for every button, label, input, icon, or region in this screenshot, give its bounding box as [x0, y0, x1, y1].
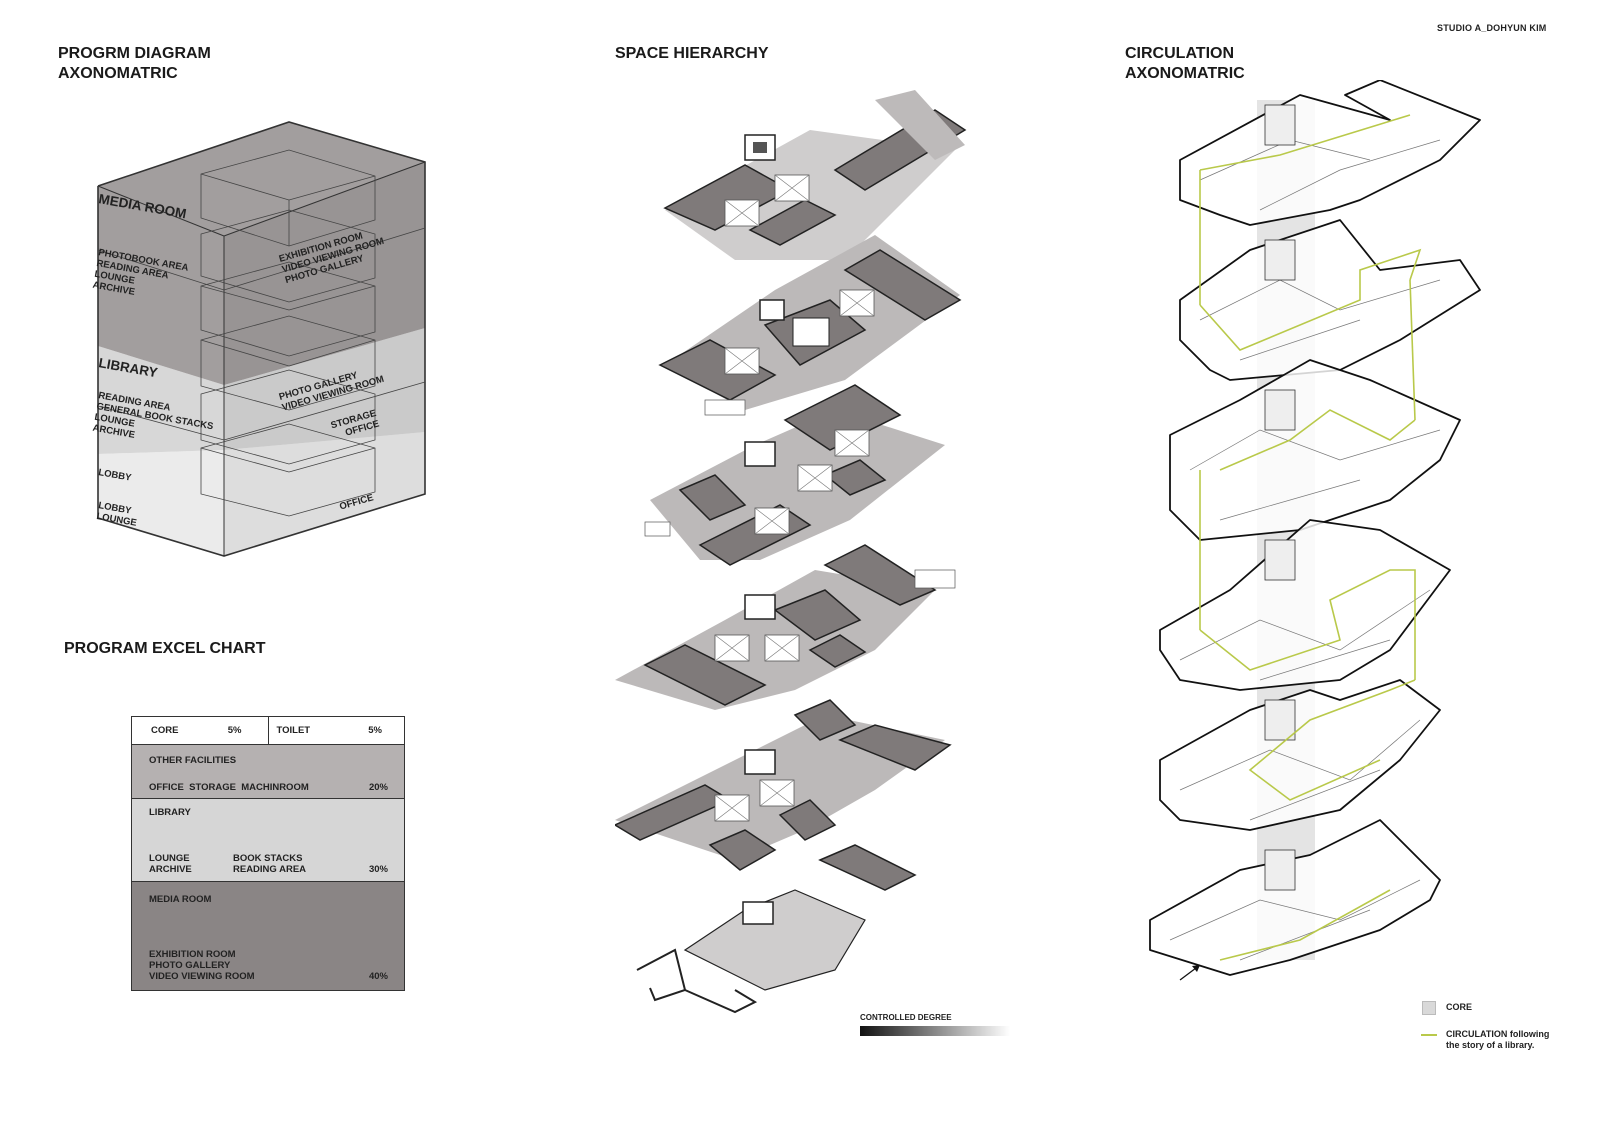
space-hierarchy-title: SPACE HIERARCHY [615, 45, 769, 62]
program-diagram-title: PROGRM DIAGRAM AXONOMATRIC [58, 45, 211, 82]
excel-other-items: OFFICE STORAGE MACHINROOM [149, 782, 309, 793]
excel-toilet-label: TOILET [276, 725, 311, 736]
excel-other-pct: 20% [368, 782, 388, 793]
controlled-degree-label: CONTROLLED DEGREE [860, 1013, 952, 1022]
excel-media-pct: 40% [368, 971, 388, 982]
floor-plate-2 [615, 699, 952, 871]
excel-row-other-facilities: OTHER FACILITIES OFFICE STORAGE MACHINRO… [132, 745, 404, 799]
excel-row-core-toilet: CORE 5% TOILET 5% [132, 717, 404, 745]
floor-plate-1: CONTROLLED DEGREE [636, 844, 1010, 1036]
floor-plate-6 [663, 90, 967, 260]
excel-core-pct: 5% [227, 725, 242, 736]
studio-credit: STUDIO A_DOHYUN KIM [1437, 23, 1547, 33]
excel-chart-title: PROGRAM EXCEL CHART [64, 640, 266, 657]
circulation-title: CIRCULATION AXONOMATRIC [1125, 45, 1245, 82]
excel-row-library: LIBRARY LOUNGE ARCHIVE BOOK STACKS READI… [132, 799, 404, 882]
excel-media-photo: PHOTO GALLERY [149, 960, 231, 971]
excel-media-title: MEDIA ROOM [149, 894, 212, 905]
excel-library-lounge: LOUNGE [149, 853, 190, 864]
legend-circulation-line1: CIRCULATION following [1446, 1029, 1550, 1039]
program-excel-chart: CORE 5% TOILET 5% OTHER FACILITIES OFFIC… [131, 716, 405, 991]
excel-media-exhibition: EXHIBITION ROOM [149, 949, 236, 960]
space-hierarchy-diagram: CONTROLLED DEGREE [615, 90, 1010, 1036]
excel-library-title: LIBRARY [149, 807, 191, 818]
excel-row-media-room: MEDIA ROOM EXHIBITION ROOM PHOTO GALLERY… [132, 882, 404, 990]
excel-other-title: OTHER FACILITIES [149, 755, 237, 766]
floor-plate-3 [615, 544, 956, 710]
legend-circulation-line2: the story of a library. [1446, 1040, 1535, 1050]
excel-library-archive: ARCHIVE [149, 864, 192, 875]
circulation-path [1199, 114, 1422, 961]
excel-core-label: CORE [151, 725, 179, 736]
excel-media-video: VIDEO VIEWING ROOM [149, 971, 255, 982]
legend-core-swatch [1422, 1001, 1436, 1015]
excel-library-pct: 30% [368, 864, 388, 875]
legend-core-label: CORE [1446, 1002, 1473, 1012]
floor-plate-5 [658, 235, 962, 416]
excel-library-reading: READING AREA [233, 864, 307, 875]
controlled-degree-gradient [860, 1026, 1010, 1036]
program-axonometric: MEDIA ROOM PHOTOBOOK AREA READING AREA L… [92, 121, 426, 557]
legend-circulation-swatch [1421, 1034, 1437, 1036]
excel-library-stacks: BOOK STACKS [233, 853, 303, 864]
circulation-axonometric [1149, 80, 1481, 981]
floor-plate-4 [644, 384, 945, 566]
excel-toilet-pct: 5% [368, 725, 382, 736]
